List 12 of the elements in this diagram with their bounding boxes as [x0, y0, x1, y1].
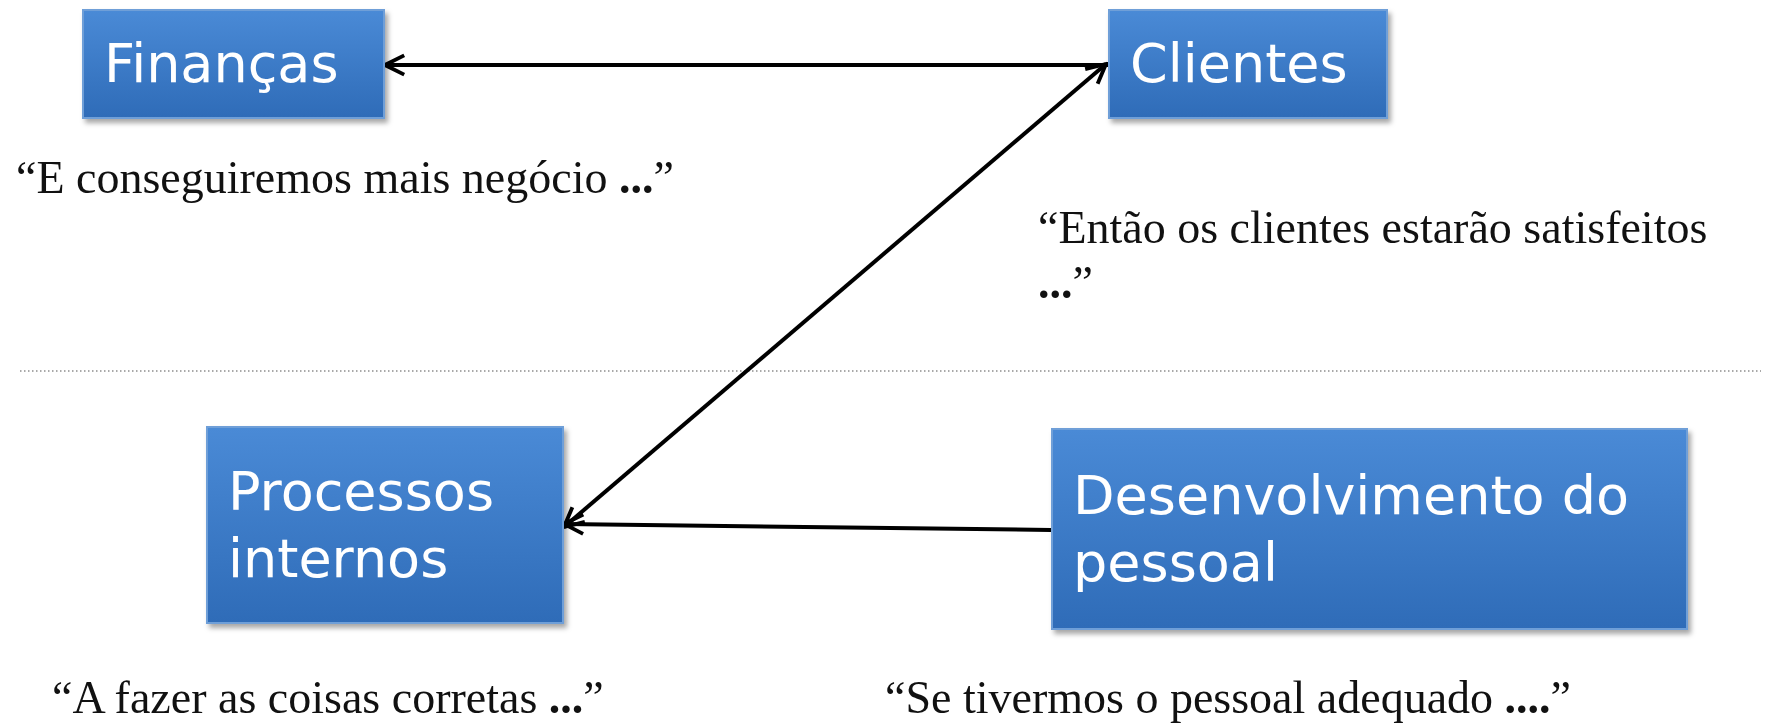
process-box: [206, 426, 564, 624]
quote-text: “Então os clientes estarão satisfeitos ...”: [1038, 201, 1709, 311]
quote-text: “Se tivermos o pessoal adequado ....”: [885, 671, 1572, 725]
box-label: Finanças: [104, 31, 339, 98]
process-box: [1051, 428, 1688, 630]
process-box: [1108, 9, 1388, 119]
box-label: Desenvolvimento do pessoal: [1073, 462, 1631, 596]
box-label: Processos internos: [228, 458, 496, 592]
process-box: [82, 9, 385, 119]
box-label: Clientes: [1130, 31, 1348, 98]
quote-text: “E conseguiremos mais negócio ...”: [16, 151, 675, 205]
quote-text: “A fazer as coisas corretas ...”: [52, 671, 605, 725]
